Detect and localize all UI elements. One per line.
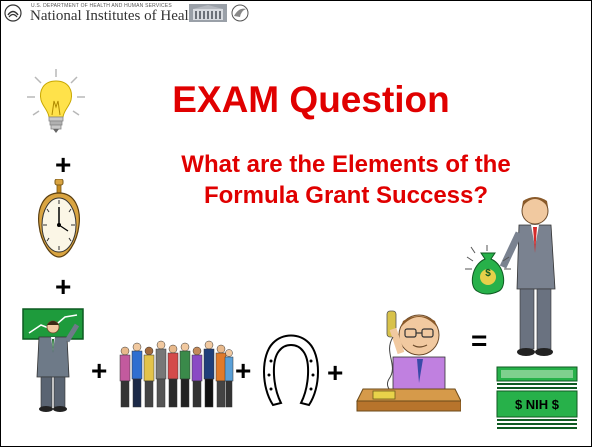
money-bag-label: $ (485, 268, 491, 279)
plus-sign-1: + (55, 149, 72, 180)
agency-department-text: U.S. DEPARTMENT OF HEALTH AND HUMAN SERV… (31, 3, 172, 9)
header-bar: U.S. DEPARTMENT OF HEALTH AND HUMAN SERV… (1, 1, 591, 31)
plus-sign-5: + (327, 357, 344, 388)
hhs-eagle-icon (231, 4, 249, 22)
team-people-icon (119, 340, 234, 408)
stopwatch-icon (38, 179, 80, 258)
equals-sign: = (471, 325, 488, 356)
plus-sign-3: + (91, 355, 108, 386)
plus-sign-2: + (55, 271, 72, 302)
businessman-money-bag-icon (499, 197, 556, 356)
man-on-phone-icon (356, 310, 461, 412)
subtitle-line-2: Formula Grant Success? (203, 182, 489, 209)
hhs-logo-icon (4, 4, 22, 22)
plus-sign-4: + (235, 355, 252, 386)
slide-subtitle: What are the Elements of the Formula Gra… (111, 149, 581, 211)
light-bulb-icon (27, 69, 85, 133)
horseshoe-icon (263, 334, 319, 407)
money-stack-label: $ NIH $ (514, 397, 560, 412)
slide-title: EXAM Question (172, 79, 450, 120)
teacher-chalkboard-icon (22, 308, 84, 412)
money-bag-icon (465, 245, 511, 295)
agency-name: National Institutes of Health (30, 8, 201, 24)
money-stack-icon (496, 366, 578, 429)
nih-buildings-icon (189, 4, 227, 22)
subtitle-line-1: What are the Elements of the (181, 151, 511, 178)
